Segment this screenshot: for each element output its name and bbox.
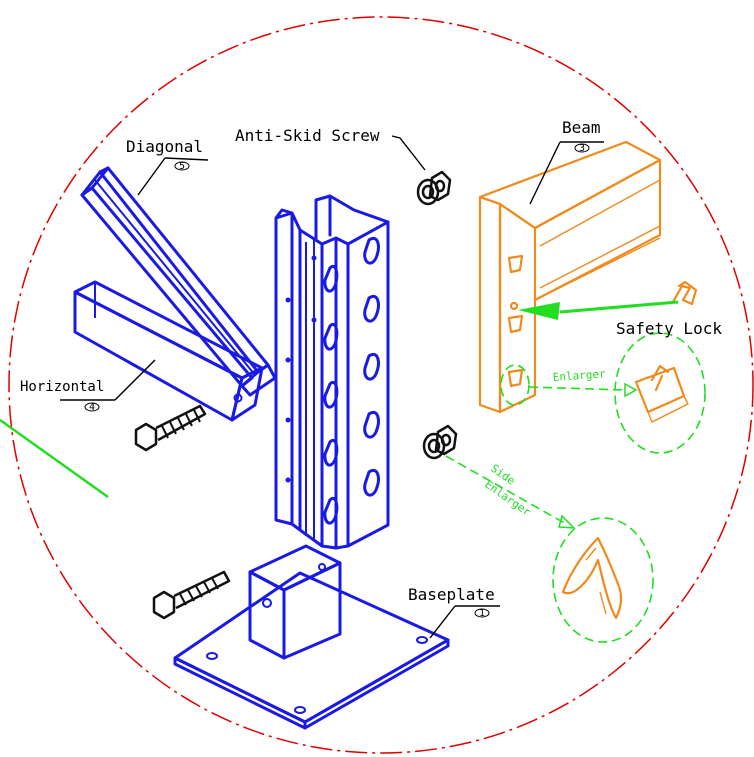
safety-lock-arrowhead bbox=[518, 302, 560, 320]
side-enlarger-arrowhead bbox=[558, 514, 576, 529]
anti-skid-screw-callout: Anti-Skid Screw bbox=[235, 126, 426, 171]
baseplate bbox=[173, 544, 450, 730]
diagonal-callout: Diagonal 5 bbox=[126, 137, 209, 196]
enlarger-source-circle bbox=[500, 364, 530, 406]
horizontal-brace bbox=[73, 280, 264, 422]
baseplate-label: Baseplate bbox=[408, 585, 495, 604]
beam bbox=[478, 140, 662, 414]
side-nut bbox=[422, 424, 458, 460]
diagonal-brace bbox=[80, 166, 277, 397]
side-enlarger-detail-circle bbox=[552, 517, 654, 643]
enlarger-detail-part bbox=[634, 364, 689, 423]
side-enlarger-detail-part bbox=[561, 536, 623, 620]
upright-column bbox=[274, 194, 390, 550]
beam-number: 3 bbox=[579, 143, 585, 154]
green-reference-line bbox=[0, 418, 109, 499]
safety-lock-arrow bbox=[559, 300, 679, 314]
bolt-lower bbox=[152, 570, 231, 620]
safety-lock-label: Safety Lock bbox=[616, 319, 722, 338]
enlarger-arrowhead bbox=[624, 382, 638, 398]
enlarger-label: Enlarger bbox=[552, 367, 606, 384]
baseplate-callout: Baseplate 1 bbox=[408, 585, 500, 639]
enlarger-detail-circle bbox=[614, 332, 706, 454]
horizontal-label: Horizontal bbox=[20, 379, 104, 395]
horizontal-callout: Horizontal 4 bbox=[20, 359, 156, 413]
side-enlarger-leader bbox=[445, 455, 569, 526]
anti-skid-screw-nut bbox=[416, 170, 452, 206]
beam-callout: Beam 3 bbox=[529, 118, 604, 205]
detail-boundary-circle bbox=[8, 16, 754, 754]
safety-lock-callout: Safety Lock bbox=[616, 319, 722, 338]
enlarger-leader bbox=[528, 386, 626, 391]
safety-lock-part bbox=[671, 280, 698, 306]
diagonal-label: Diagonal bbox=[126, 137, 203, 156]
bolt-upper bbox=[134, 404, 207, 452]
diagonal-number: 5 bbox=[179, 161, 185, 172]
anti-skid-screw-label: Anti-Skid Screw bbox=[235, 126, 380, 145]
baseplate-number: 1 bbox=[479, 608, 485, 619]
horizontal-number: 4 bbox=[89, 402, 95, 413]
beam-label: Beam bbox=[562, 118, 601, 137]
